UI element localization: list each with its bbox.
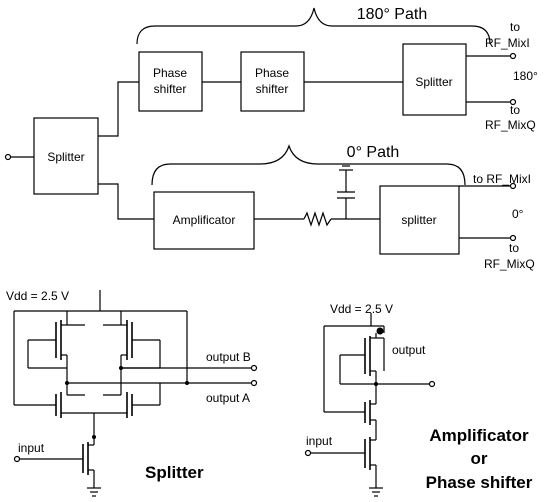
path-180-label: 180° Path [357,6,427,23]
phase-shifter-2-label-1: Phase [255,66,289,80]
amp-output-terminal [428,380,436,388]
splitter-ground-icon [87,487,101,497]
out-180-i-terminal [509,52,517,60]
amp-input-label: input [306,434,333,448]
out-180-i-to: to [510,20,520,34]
input-terminal [4,153,12,161]
input-splitter-label: Splitter [47,150,84,164]
splitter-pmos-left [27,311,85,390]
out-0-q-label: RF_MixQ [484,257,535,271]
out-180-q-label: RF_MixQ [485,118,536,132]
amplificator-label: Amplificator [173,213,236,227]
splitter-0-block [379,185,460,255]
shunt-capacitor [337,165,355,219]
amp-title-line-3: Phase shifter [426,473,533,492]
splitter-output-b-terminal [250,364,258,372]
series-resistor [303,211,332,227]
amp-input-terminal [304,449,312,457]
phase-shifter-1-block [138,51,203,112]
splitter-schematic-title: Splitter [145,463,204,482]
amp-cascode-nmos [323,400,377,440]
phase-shifter-1-label-2: shifter [154,82,187,96]
amp-title-line-1: Amplificator [429,426,529,445]
amp-ground-icon [369,487,383,497]
splitter-input-nmos [20,440,95,488]
phase-shifter-2-block [240,51,305,112]
splitter-output-a-label: output A [206,391,250,405]
path-180-brace [136,7,491,45]
amplificator-block [153,191,255,250]
splitter-schematic: Vdd = 2.5 V [6,289,258,497]
splitter-nmos-right [103,383,161,418]
amp-output-label: output [392,343,426,357]
out-180-phase-label: 180° [513,69,538,83]
out-0-q-to: to [509,241,519,255]
block-diagram: Splitter Phase shifter Phase shifter Spl… [4,6,538,271]
out-0-phase-label: 0° [512,207,524,221]
splitter-output-b-label: output B [206,350,251,364]
amp-input-nmos [311,437,377,488]
splitter-input-label: input [18,441,45,455]
out-0-q-terminal [509,234,517,242]
out-180-i-label: RF_MixI [485,36,530,50]
splitter-vdd-label: Vdd = 2.5 V [6,289,69,303]
amp-vdd-label: Vdd = 2.5 V [330,302,393,316]
phase-shifter-2-label-2: shifter [256,82,289,96]
path-0-brace [151,144,466,186]
out-0-i-label: to RF_MixI [473,172,531,186]
splitter-input-terminal [13,455,21,463]
out-0-i-terminal [509,182,517,190]
out-180-q-terminal [509,98,517,106]
phase-shifter-1-label-1: Phase [153,66,187,80]
splitter-pmos-right [103,311,161,390]
input-splitter-block [33,117,99,195]
path-0-label: 0° Path [347,144,400,161]
splitter-output-a-terminal [250,379,258,387]
splitter-180-label: Splitter [415,75,452,89]
splitter-nmos-left [13,390,85,418]
amp-title-line-2: or [471,449,488,468]
splitter-180-block [402,43,467,116]
amp-load-pmos [339,333,429,404]
splitter-0-label: splitter [401,213,436,227]
amp-schematic: Vdd = 2.5 V output [304,302,533,497]
out-180-q-to: to [510,103,520,117]
